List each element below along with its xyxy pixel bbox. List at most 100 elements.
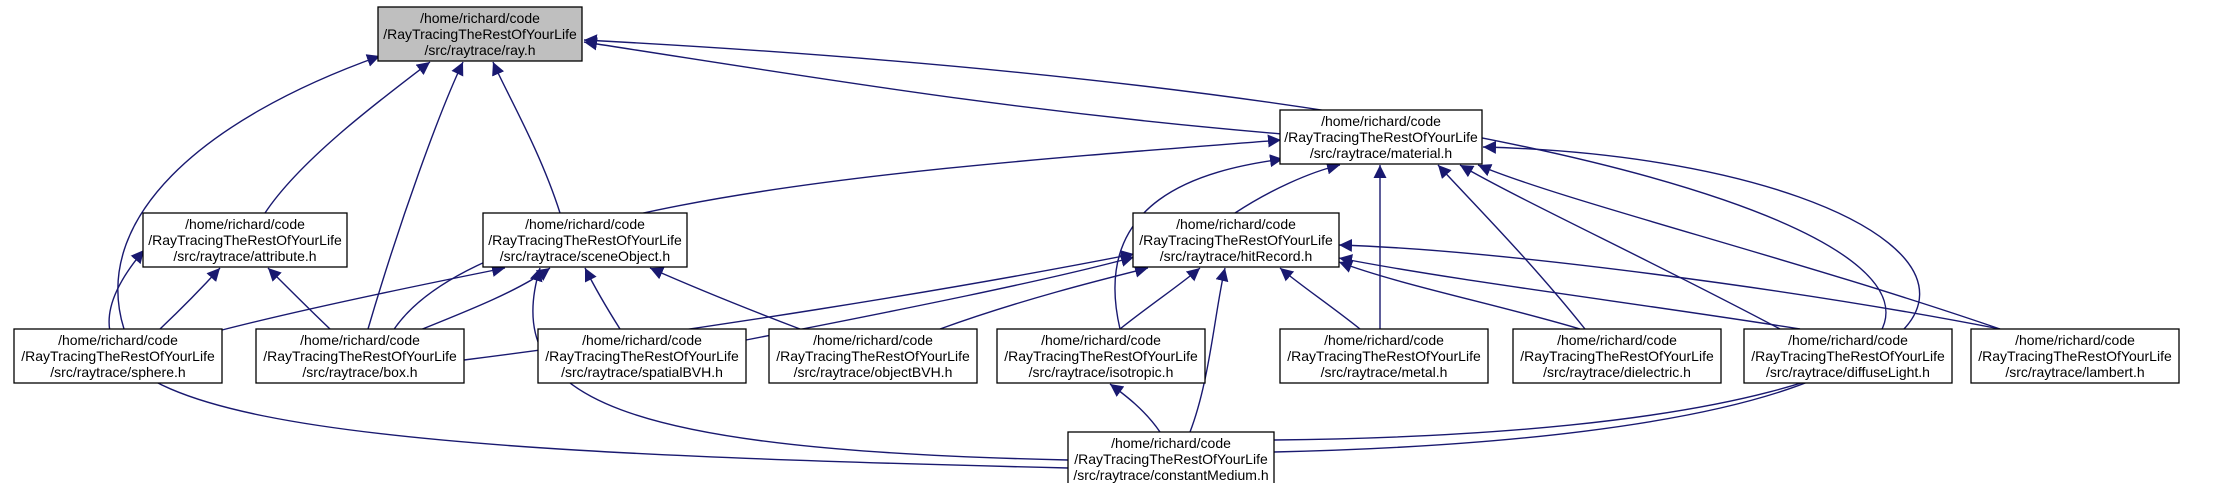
node-label-line: /RayTracingTheRestOfYourLife	[488, 232, 682, 248]
node-box	[1279, 328, 1489, 384]
node-label-line: /home/richard/code	[58, 332, 178, 348]
node-label-line: /src/raytrace/lambert.h	[2005, 364, 2144, 380]
edge-constantMedium-to-material	[1273, 140, 1921, 441]
edge-lambert-to-material	[1477, 164, 2001, 330]
edge-sceneObject-to-ray	[492, 61, 561, 214]
node-label-line: /src/raytrace/constantMedium.h	[1073, 467, 1268, 483]
edge-box-to-material	[379, 134, 1282, 361]
node-box	[768, 328, 978, 384]
node-label-line: /RayTracingTheRestOfYourLife	[1139, 232, 1333, 248]
node-sceneObject[interactable]: /home/richard/code/RayTracingTheRestOfYo…	[482, 212, 688, 268]
edge-lambert-to-hitRecord	[1338, 238, 2001, 330]
node-label-line: /RayTracingTheRestOfYourLife	[1287, 348, 1481, 364]
node-box	[1279, 109, 1483, 165]
edge-attribute-to-ray	[264, 61, 431, 214]
node-label-line: /RayTracingTheRestOfYourLife	[776, 348, 970, 364]
node-box	[1512, 328, 1722, 384]
node-label-line: /src/raytrace/objectBVH.h	[794, 364, 953, 380]
edge-isotropic-to-material	[1114, 154, 1284, 330]
node-isotropic[interactable]: /home/richard/code/RayTracingTheRestOfYo…	[996, 328, 1206, 384]
node-label-line: /src/raytrace/sphere.h	[50, 364, 185, 380]
edge-material-to-ray	[583, 37, 1283, 135]
node-label-line: /src/raytrace/isotropic.h	[1029, 364, 1174, 380]
node-label-line: /home/richard/code	[525, 216, 645, 232]
node-label-line: /RayTracingTheRestOfYourLife	[1520, 348, 1714, 364]
edge-objectBVH-to-sceneObject	[649, 267, 801, 330]
edge-isotropic-to-hitRecord	[1119, 267, 1201, 330]
node-label-line: /home/richard/code	[1321, 113, 1441, 129]
node-label-line: /src/raytrace/dielectric.h	[1543, 364, 1691, 380]
edge-diffuseLight-to-material	[1459, 164, 1781, 330]
edge-constantMedium-to-ray	[583, 34, 1887, 453]
node-dielectric[interactable]: /home/richard/code/RayTracingTheRestOfYo…	[1512, 328, 1722, 384]
node-label-line: /RayTracingTheRestOfYourLife	[1074, 451, 1268, 467]
node-lambert[interactable]: /home/richard/code/RayTracingTheRestOfYo…	[1970, 328, 2180, 384]
node-objectBVH[interactable]: /home/richard/code/RayTracingTheRestOfYo…	[768, 328, 978, 384]
node-label-line: /src/raytrace/material.h	[1310, 145, 1452, 161]
edge-box-to-sceneObject	[419, 267, 551, 331]
edge-diffuseLight-to-hitRecord	[1338, 254, 1801, 330]
node-label-line: /RayTracingTheRestOfYourLife	[1004, 348, 1198, 364]
node-label-line: /home/richard/code	[420, 10, 540, 26]
node-label-line: /home/richard/code	[1788, 332, 1908, 348]
node-box	[996, 328, 1206, 384]
node-label-line: /RayTracingTheRestOfYourLife	[1284, 129, 1478, 145]
node-metal[interactable]: /home/richard/code/RayTracingTheRestOfYo…	[1279, 328, 1489, 384]
node-label-line: /src/raytrace/spatialBVH.h	[561, 364, 723, 380]
edge-sphere-to-sceneObject	[221, 264, 506, 331]
node-box[interactable]: /home/richard/code/RayTracingTheRestOfYo…	[255, 328, 465, 384]
node-label-line: /RayTracingTheRestOfYourLife	[21, 348, 215, 364]
node-box	[1132, 212, 1340, 268]
node-spatialBVH[interactable]: /home/richard/code/RayTracingTheRestOfYo…	[537, 328, 747, 384]
node-label-line: /home/richard/code	[813, 332, 933, 348]
node-hitRecord[interactable]: /home/richard/code/RayTracingTheRestOfYo…	[1132, 212, 1340, 268]
edge-dielectric-to-hitRecord	[1338, 260, 1581, 330]
nodes-layer: /home/richard/code/RayTracingTheRestOfYo…	[13, 6, 2180, 483]
node-box	[255, 328, 465, 384]
node-box	[1970, 328, 2180, 384]
node-label-line: /home/richard/code	[1324, 332, 1444, 348]
node-box	[142, 212, 348, 268]
node-label-line: /home/richard/code	[582, 332, 702, 348]
node-label-line: /home/richard/code	[2015, 332, 2135, 348]
edge-metal-to-hitRecord	[1279, 267, 1361, 330]
edge-objectBVH-to-hitRecord	[939, 264, 1149, 330]
edge-spatialBVH-to-hitRecord	[745, 254, 1135, 341]
node-constantMedium[interactable]: /home/richard/code/RayTracingTheRestOfYo…	[1067, 431, 1275, 483]
node-label-line: /src/raytrace/box.h	[302, 364, 417, 380]
node-label-line: /home/richard/code	[1557, 332, 1677, 348]
node-attribute[interactable]: /home/richard/code/RayTracingTheRestOfYo…	[142, 212, 348, 268]
edge-sphere-to-attribute	[159, 267, 221, 330]
node-label-line: /src/raytrace/hitRecord.h	[1160, 248, 1313, 264]
edge-constantMedium-to-isotropic	[1109, 383, 1161, 433]
node-label-line: /RayTracingTheRestOfYourLife	[545, 348, 739, 364]
node-box	[377, 6, 583, 62]
edges-layer	[108, 34, 2001, 469]
node-label-line: /RayTracingTheRestOfYourLife	[383, 26, 577, 42]
node-sphere[interactable]: /home/richard/code/RayTracingTheRestOfYo…	[13, 328, 223, 384]
edge-constantMedium-to-sceneObject	[530, 267, 1069, 461]
node-box	[537, 328, 747, 384]
edge-hitRecord-to-material	[1234, 161, 1341, 214]
edge-sphere-to-ray	[117, 54, 381, 330]
node-box	[482, 212, 688, 268]
node-box	[13, 328, 223, 384]
node-label-line: /src/raytrace/attribute.h	[173, 248, 316, 264]
node-ray: /home/richard/code/RayTracingTheRestOfYo…	[377, 6, 583, 62]
node-material[interactable]: /home/richard/code/RayTracingTheRestOfYo…	[1279, 109, 1483, 165]
node-diffuseLight[interactable]: /home/richard/code/RayTracingTheRestOfYo…	[1743, 328, 1953, 384]
node-label-line: /home/richard/code	[1176, 216, 1296, 232]
edge-box-to-ray	[367, 61, 464, 330]
node-label-line: /src/raytrace/sceneObject.h	[500, 248, 670, 264]
edge-constantMedium-to-attribute	[108, 249, 1069, 469]
node-label-line: /RayTracingTheRestOfYourLife	[1978, 348, 2172, 364]
node-label-line: /home/richard/code	[1111, 435, 1231, 451]
node-label-line: /home/richard/code	[1041, 332, 1161, 348]
node-box	[1067, 431, 1275, 483]
node-box	[1743, 328, 1953, 384]
edge-spatialBVH-to-sceneObject	[584, 267, 621, 330]
node-label-line: /src/raytrace/metal.h	[1321, 364, 1448, 380]
node-label-line: /src/raytrace/diffuseLight.h	[1766, 364, 1930, 380]
edge-box-to-attribute	[267, 267, 331, 330]
